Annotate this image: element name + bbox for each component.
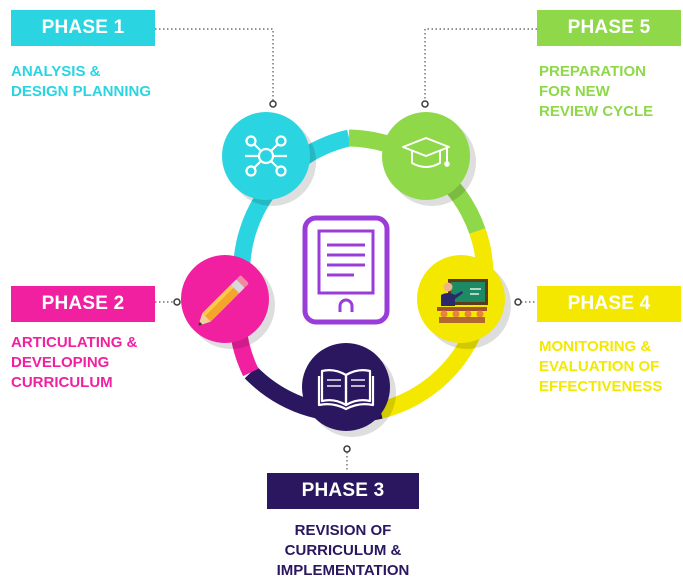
phase5-desc-line: FOR NEW — [539, 83, 610, 100]
connector-phase1 — [155, 28, 274, 101]
phase1-description: ANALYSIS & DESIGN PLANNING — [11, 62, 151, 102]
connector-dots — [173, 100, 522, 453]
connector-dot-phase5 — [421, 100, 429, 108]
connector-phase5 — [424, 28, 537, 101]
phase1-label: PHASE 1 — [11, 10, 155, 46]
phase3-description: REVISION OF CURRICULUM & IMPLEMENTATION — [243, 521, 443, 581]
phase3-desc-line: REVISION OF — [294, 522, 392, 539]
open-book-icon — [317, 369, 375, 411]
phase5-desc-line: REVIEW CYCLE — [539, 103, 654, 120]
phase4-label: PHASE 4 — [537, 286, 681, 322]
phase1-desc-line: DESIGN PLANNING — [11, 83, 152, 100]
graduation-cap-icon — [402, 137, 450, 168]
connectors — [155, 28, 537, 472]
phase5-label: PHASE 5 — [537, 10, 681, 46]
connector-dot-phase1 — [269, 100, 277, 108]
phase4-desc-line: EVALUATION OF — [539, 358, 660, 375]
phase4-desc-line: MONITORING & — [539, 338, 652, 355]
connector-dot-phase3 — [343, 445, 351, 453]
connector-dot-phase2 — [173, 298, 181, 306]
phase4-description: MONITORING & EVALUATION OF EFFECTIVENESS — [539, 337, 662, 397]
tablet-document-icon — [302, 215, 390, 325]
phase2-description: ARTICULATING & DEVELOPING CURRICULUM — [11, 333, 137, 393]
phase3-label: PHASE 3 — [267, 473, 419, 509]
phase3-desc-line: IMPLEMENTATION — [276, 562, 410, 579]
phase2-desc-line: DEVELOPING — [11, 354, 110, 371]
phase5-desc-line: PREPARATION — [539, 63, 646, 80]
phase2-desc-line: ARTICULATING & — [11, 334, 138, 351]
phase3-desc-line: CURRICULUM & — [284, 542, 402, 559]
phase5-description: PREPARATION FOR NEW REVIEW CYCLE — [539, 62, 653, 122]
phase2-desc-line: CURRICULUM — [11, 374, 113, 391]
phase4-desc-line: EFFECTIVENESS — [539, 378, 663, 395]
teacher-classroom-icon — [437, 279, 488, 323]
phase2-label: PHASE 2 — [11, 286, 155, 322]
network-icon — [245, 135, 287, 177]
phase1-desc-line: ANALYSIS & — [11, 63, 101, 80]
connector-dot-phase4 — [514, 298, 522, 306]
